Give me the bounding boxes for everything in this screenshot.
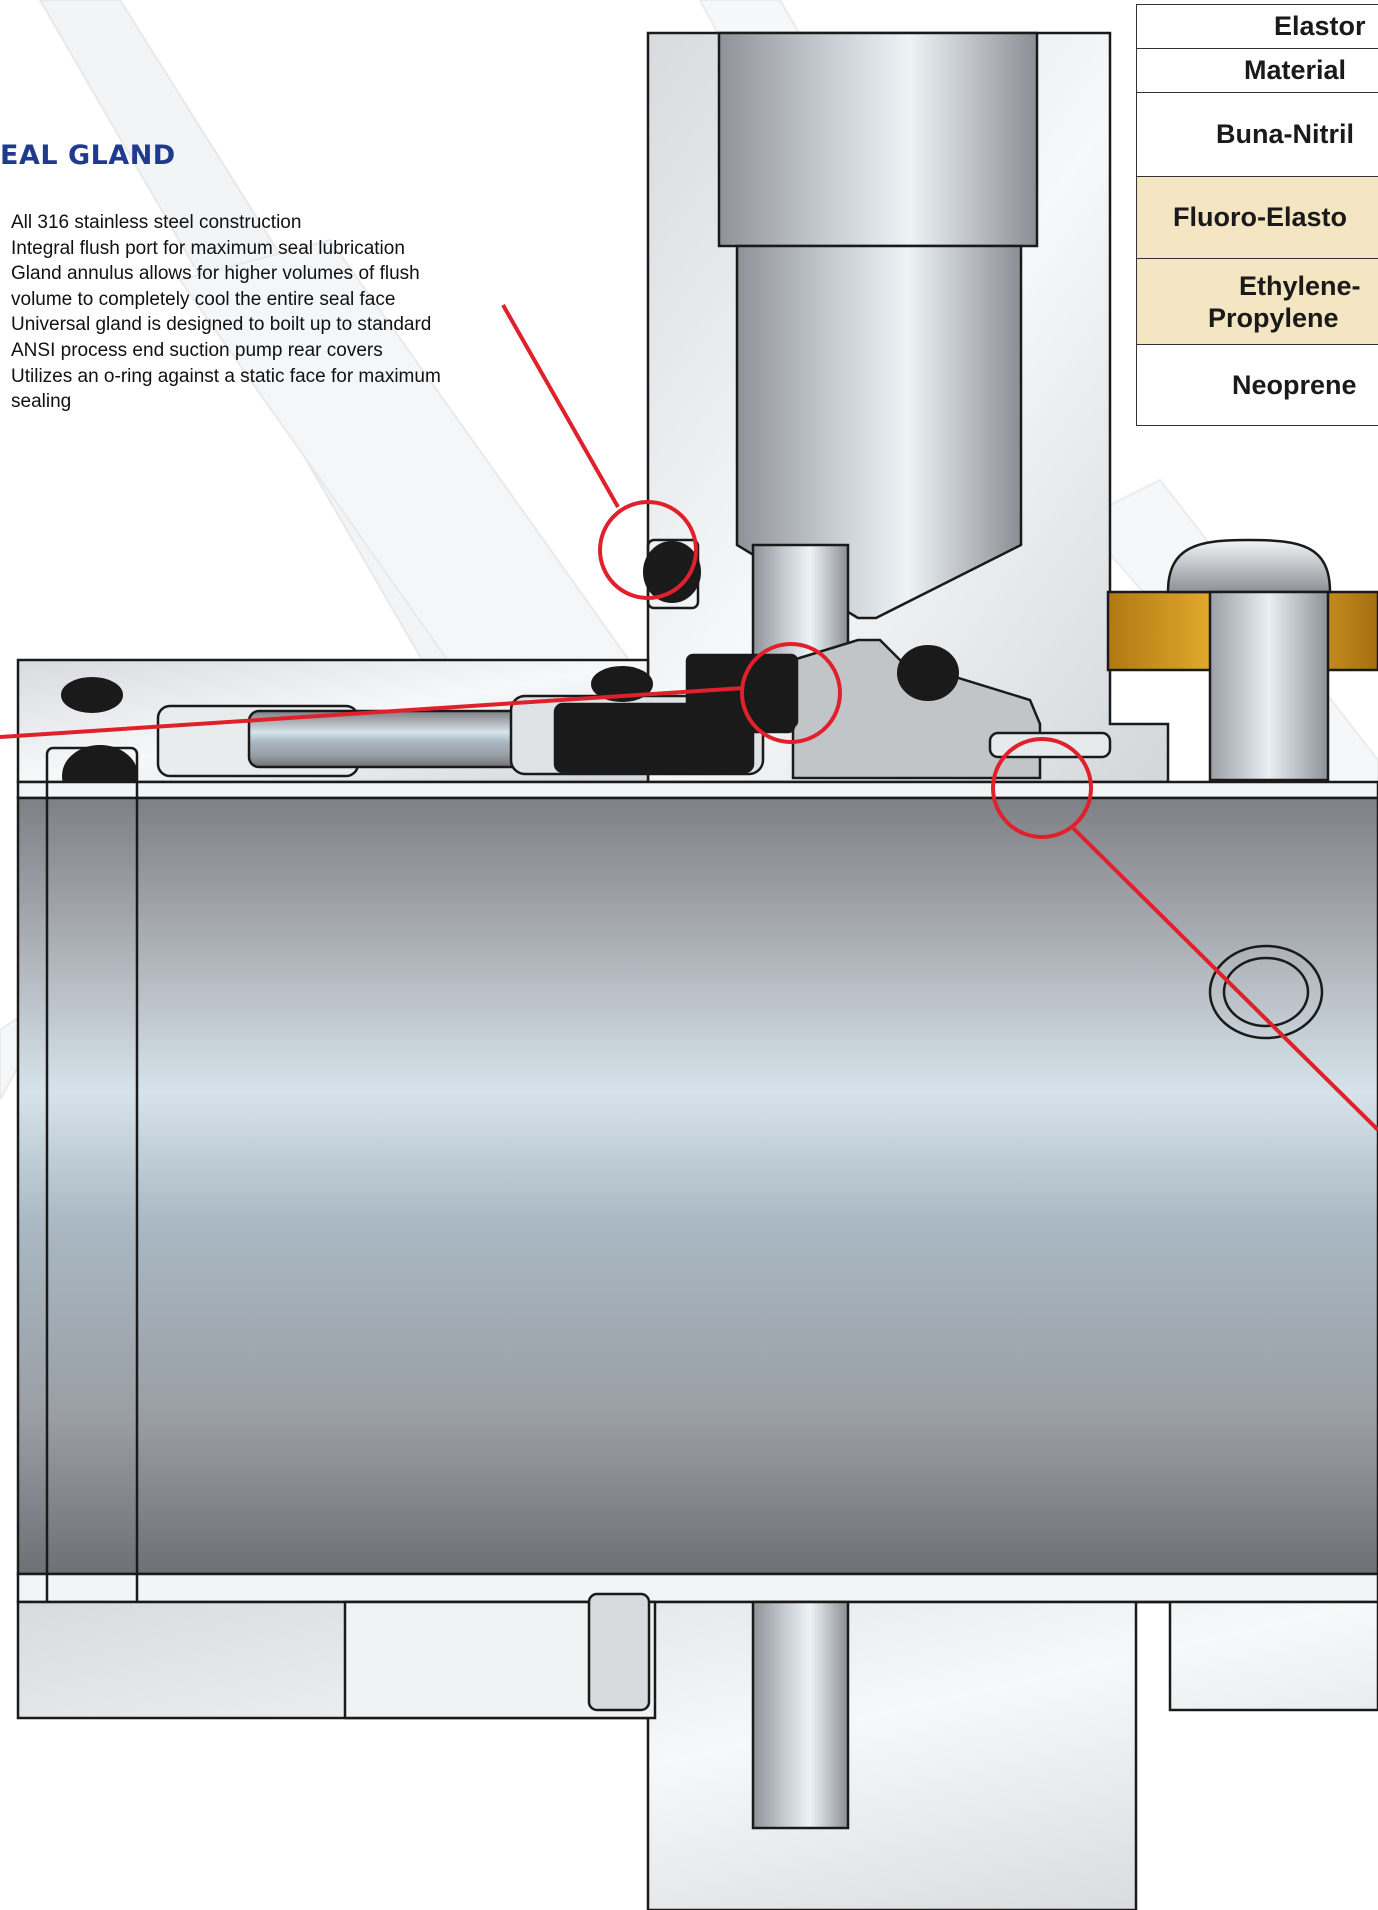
feature-line: Utilizes an o-ring against a static face… [11,365,441,387]
feature-line: volume to completely cool the entire sea… [11,288,396,310]
seal-face-assembly [553,638,1112,780]
table-header: Elastor [1137,4,1378,48]
table-row: Ethylene- Propylene [1137,258,1378,344]
feature-line: Universal gland is designed to boilt up … [11,314,432,336]
column-header-text: Material [1244,55,1347,85]
callout-leader-seal-face [0,686,745,739]
material-name: Propylene [1208,302,1339,333]
feature-line: Gland annulus allows for higher volumes … [11,263,420,285]
material-name: Buna-Nitril [1216,119,1354,149]
table-row: Fluoro-Elasto [1137,176,1378,258]
feature-line: Integral flush port for maximum seal lub… [11,237,405,259]
material-name: Neoprene [1232,369,1357,400]
material-name: Fluoro-Elasto [1173,202,1347,232]
callout-circle-sleeve [991,737,1093,839]
shaft-sleeve [16,746,1378,1626]
table-column-header: Material [1137,48,1378,92]
elastomer-table: Elastor Material Buna-Nitril Fluoro-Elas… [1136,4,1378,426]
set-screw-assembly [1106,538,1378,782]
feature-line: All 316 stainless steel construction [11,212,302,233]
feature-line: sealing [11,391,72,413]
table-row: Neoprene [1137,344,1378,426]
table-header-text: Elastor [1274,11,1366,41]
callout-markers [0,304,1378,1132]
callout-leader-sleeve [1069,824,1378,1132]
callout-circle-seal-face [740,642,842,744]
callout-circle-gland-oring [598,500,698,600]
feature-line: ANSI process end suction pump rear cover… [11,339,383,361]
feature-list: All 316 stainless steel construction Int… [11,210,511,415]
table-row: Buna-Nitril [1137,92,1378,176]
page-title: EAL GLAND [0,140,176,171]
material-name: Ethylene- [1239,270,1361,301]
lower-gland [16,1592,1378,1910]
callout-leader-features [501,304,620,508]
